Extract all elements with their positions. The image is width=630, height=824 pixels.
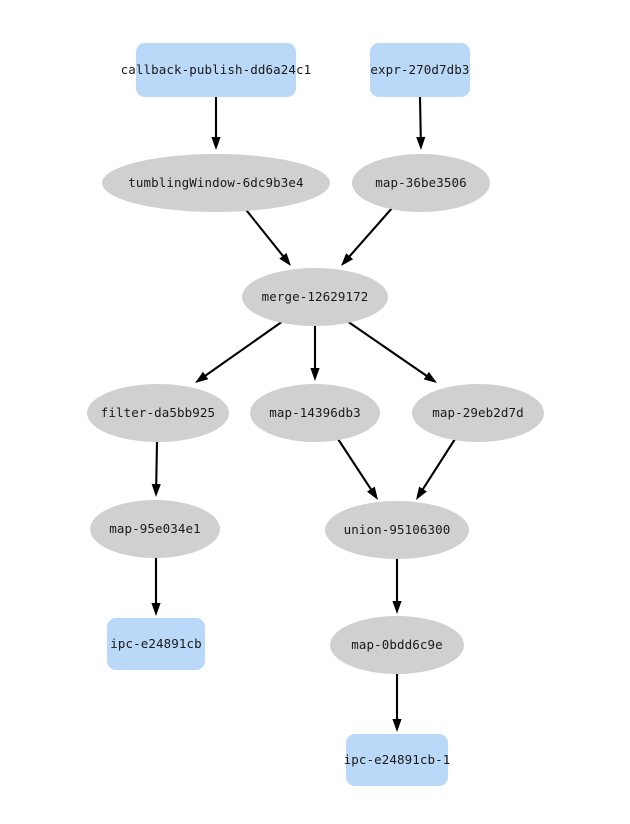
graph-edge-expr-270d7db3--map-36be3506 (416, 96, 426, 150)
graph-node-label: map-14396db3 (269, 404, 361, 420)
edge-arrowhead (416, 486, 427, 500)
edge-arrowhead (195, 371, 209, 383)
graph-node-label: union-95106300 (343, 521, 451, 537)
graph-edge-callback-publish-dd6a24c1--tumblingWindow-6dc9b3e4 (211, 97, 221, 150)
graph-edge-merge-12629172--map-29eb2d7d (346, 320, 437, 383)
edge-arrowhead (211, 137, 221, 150)
graph-node-label: map-29eb2d7d (432, 404, 524, 420)
graph-node-callback-publish-dd6a24c1[interactable]: callback-publish-dd6a24c1 (121, 43, 311, 97)
graph-node-map-14396db3[interactable]: map-14396db3 (250, 384, 380, 442)
edge-arrowhead (341, 253, 354, 266)
graph-node-label: ipc-e24891cb (110, 635, 202, 651)
graph-edge-map-0bdd6c9e--ipc-e24891cb-1 (392, 674, 402, 732)
graph-node-expr-270d7db3[interactable]: expr-270d7db3 (370, 43, 470, 97)
graph-node-label: merge-12629172 (261, 288, 369, 304)
graph-edge-map-29eb2d7d--union-95106300 (416, 438, 456, 500)
graph-edge-tumblingWindow-6dc9b3e4--merge-12629172 (242, 205, 291, 266)
graph-node-label: map-95e034e1 (109, 520, 201, 536)
edge-arrowhead (392, 719, 402, 732)
graph-edge-map-36be3506--merge-12629172 (341, 206, 394, 266)
graph-node-filter-da5bb925[interactable]: filter-da5bb925 (87, 384, 229, 442)
edge-arrowhead (310, 368, 320, 381)
graph-edge-union-95106300--map-0bdd6c9e (392, 559, 402, 614)
graph-node-label: ipc-e24891cb-1 (343, 751, 451, 767)
edge-arrowhead (279, 252, 291, 266)
graph-node-map-29eb2d7d[interactable]: map-29eb2d7d (412, 384, 544, 442)
graph-node-label: tumblingWindow-6dc9b3e4 (128, 174, 304, 190)
edge-arrowhead (367, 486, 378, 500)
graph-edge-map-14396db3--union-95106300 (337, 438, 378, 500)
graph-node-map-36be3506[interactable]: map-36be3506 (352, 154, 490, 212)
graph-node-label: expr-270d7db3 (370, 61, 470, 77)
graph-node-label: callback-publish-dd6a24c1 (120, 61, 312, 77)
graph-node-label: filter-da5bb925 (100, 404, 216, 420)
graph-edge-map-95e034e1--ipc-e24891cb (151, 558, 161, 616)
graph-node-map-0bdd6c9e[interactable]: map-0bdd6c9e (330, 616, 464, 674)
graph-edge-merge-12629172--filter-da5bb925 (195, 320, 284, 383)
graph-node-union-95106300[interactable]: union-95106300 (325, 501, 469, 559)
graph-node-ipc-e24891cb-1[interactable]: ipc-e24891cb-1 (343, 734, 451, 786)
graph-node-tumblingWindow-6dc9b3e4[interactable]: tumblingWindow-6dc9b3e4 (102, 154, 330, 212)
graph-edge-filter-da5bb925--map-95e034e1 (151, 441, 161, 497)
edge-arrowhead (423, 371, 437, 383)
edge-arrowhead (392, 601, 402, 614)
graph-edge-merge-12629172--map-14396db3 (310, 326, 320, 381)
graph-node-ipc-e24891cb[interactable]: ipc-e24891cb (107, 618, 205, 670)
graph-node-label: map-36be3506 (375, 174, 467, 190)
edge-arrowhead (151, 483, 161, 497)
graph-node-label: map-0bdd6c9e (351, 636, 443, 652)
graph-node-map-95e034e1[interactable]: map-95e034e1 (90, 500, 220, 558)
graph-node-merge-12629172[interactable]: merge-12629172 (242, 268, 388, 326)
edge-arrowhead (151, 603, 161, 616)
edge-arrowhead (416, 136, 426, 150)
